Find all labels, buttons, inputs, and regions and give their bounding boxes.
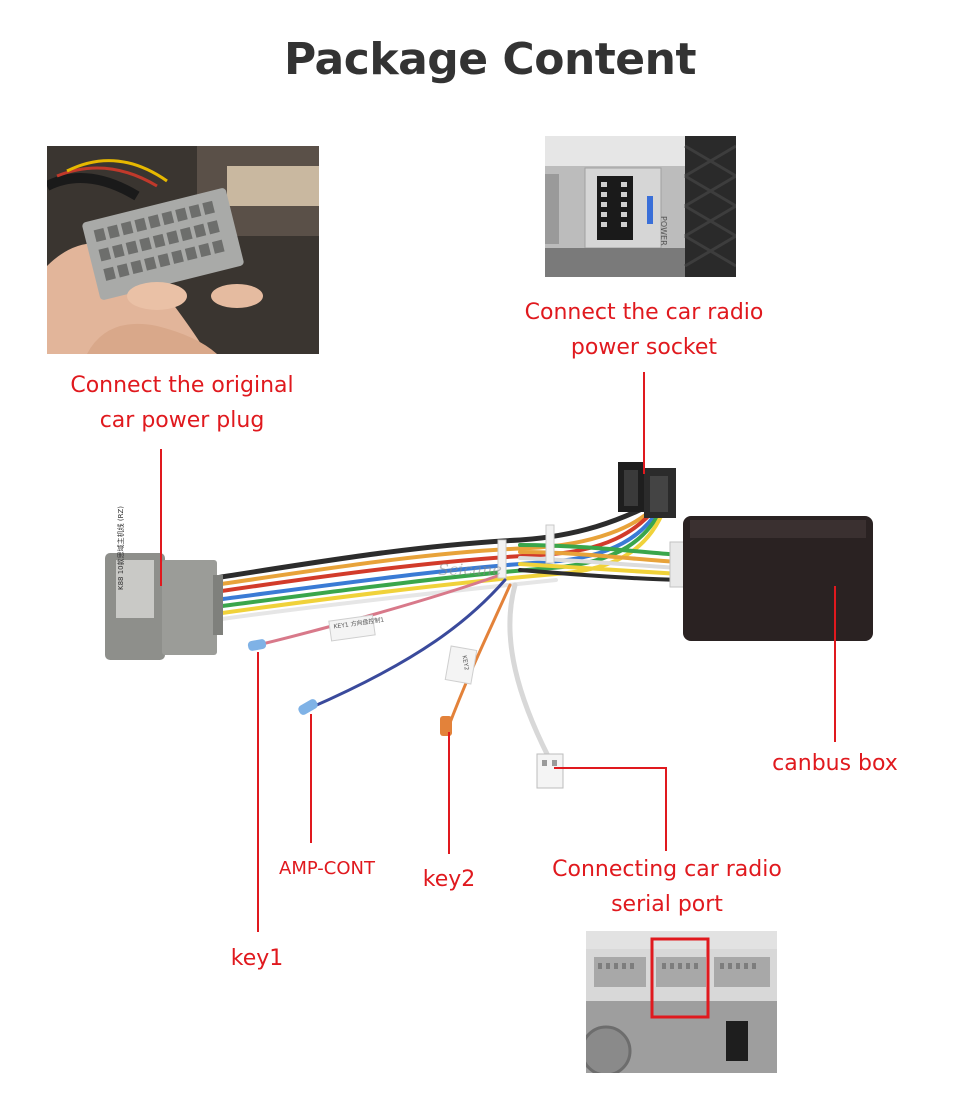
radio-serial-port-photo: [586, 931, 777, 1073]
watermark: Seicane: [438, 560, 502, 579]
original-plug-label-line2: car power plug: [99, 408, 265, 433]
serial-port-label-line2: serial port: [611, 892, 723, 917]
power-marking: POWER: [659, 216, 668, 246]
original-plug-label-line1: Connect the original: [70, 373, 294, 398]
radio-power-socket-photo: POWER: [545, 136, 736, 277]
serial-port-pointer: [554, 767, 667, 851]
serial-port-label-line1: Connecting car radio: [552, 857, 782, 882]
amp-cont-label: AMP-CONT: [279, 858, 375, 879]
key2-label: key2: [422, 867, 476, 892]
serial-port-label: Connecting car radio serial port: [527, 852, 807, 922]
key2-wire-tag: KEY2: [460, 655, 470, 671]
original-plug-label: Connect the original car power plug: [42, 368, 322, 438]
main-plug-tag: K88 10款思域主机线 (RZ): [116, 506, 125, 590]
radio-power-label-line1: Connect the car radio: [524, 300, 764, 325]
page-title: Package Content: [283, 34, 697, 85]
radio-power-label-line2: power socket: [570, 335, 718, 360]
key1-label: key1: [230, 946, 284, 971]
radio-power-label: Connect the car radio power socket: [499, 295, 789, 365]
original-plug-photo: [47, 146, 319, 354]
canbus-box-label: canbus box: [772, 751, 898, 776]
